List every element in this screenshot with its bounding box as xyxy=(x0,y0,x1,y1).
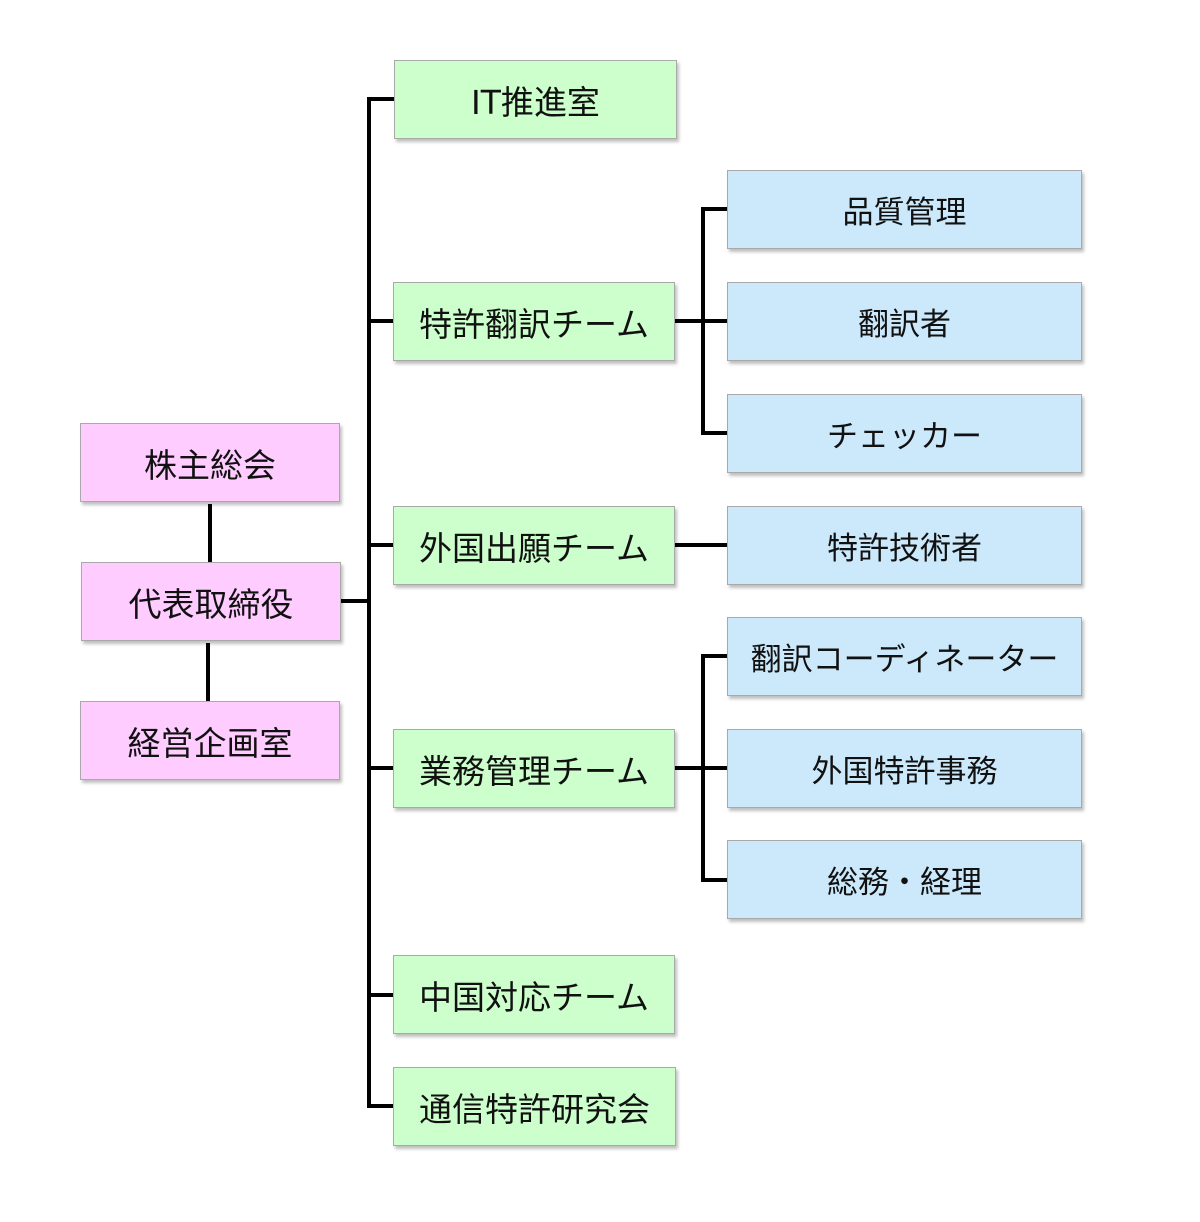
foreign-filing-team-box: 外国出願チーム xyxy=(393,506,675,585)
shareholders-meeting-label: 株主総会 xyxy=(144,445,276,485)
planning-office-label: 経営企画室 xyxy=(127,723,293,763)
patent-translation-team-label: 特許翻訳チーム xyxy=(418,304,649,344)
foreign-filing-team-label: 外国出願チーム xyxy=(418,528,649,568)
foreign-patent-admin-label: 外国特許事務 xyxy=(811,754,998,790)
ceo-box: 代表取締役 xyxy=(81,562,341,641)
patent-engineer-label: 特許技術者 xyxy=(827,531,982,567)
general-accounting-box: 総務・経理 xyxy=(727,840,1082,919)
patent-engineer-box: 特許技術者 xyxy=(727,506,1082,585)
translation-coordinator-box: 翻訳コーディネーター xyxy=(727,617,1082,696)
general-accounting-label: 総務・経理 xyxy=(827,865,982,901)
china-team-box: 中国対応チーム xyxy=(393,955,675,1034)
telecom-research-group-label: 通信特許研究会 xyxy=(419,1089,650,1129)
it-office-label: IT推進室 xyxy=(471,82,600,122)
translator-box: 翻訳者 xyxy=(727,282,1082,361)
shareholders-meeting-box: 株主総会 xyxy=(80,423,340,502)
it-office-box: IT推進室 xyxy=(394,60,677,139)
ceo-label: 代表取締役 xyxy=(128,584,294,624)
foreign-patent-admin-box: 外国特許事務 xyxy=(727,729,1082,808)
quality-control-label: 品質管理 xyxy=(842,195,967,231)
china-team-label: 中国対応チーム xyxy=(418,977,649,1017)
checker-box: チェッカー xyxy=(727,394,1082,473)
telecom-research-group-box: 通信特許研究会 xyxy=(393,1067,676,1146)
planning-office-box: 経営企画室 xyxy=(80,701,340,780)
translator-label: 翻訳者 xyxy=(858,307,951,343)
patent-translation-team-box: 特許翻訳チーム xyxy=(393,282,675,361)
business-management-team-label: 業務管理チーム xyxy=(418,751,649,791)
checker-label: チェッカー xyxy=(827,419,982,455)
quality-control-box: 品質管理 xyxy=(727,170,1082,249)
business-management-team-box: 業務管理チーム xyxy=(393,729,675,808)
translation-coordinator-label: 翻訳コーディネーター xyxy=(750,642,1059,678)
